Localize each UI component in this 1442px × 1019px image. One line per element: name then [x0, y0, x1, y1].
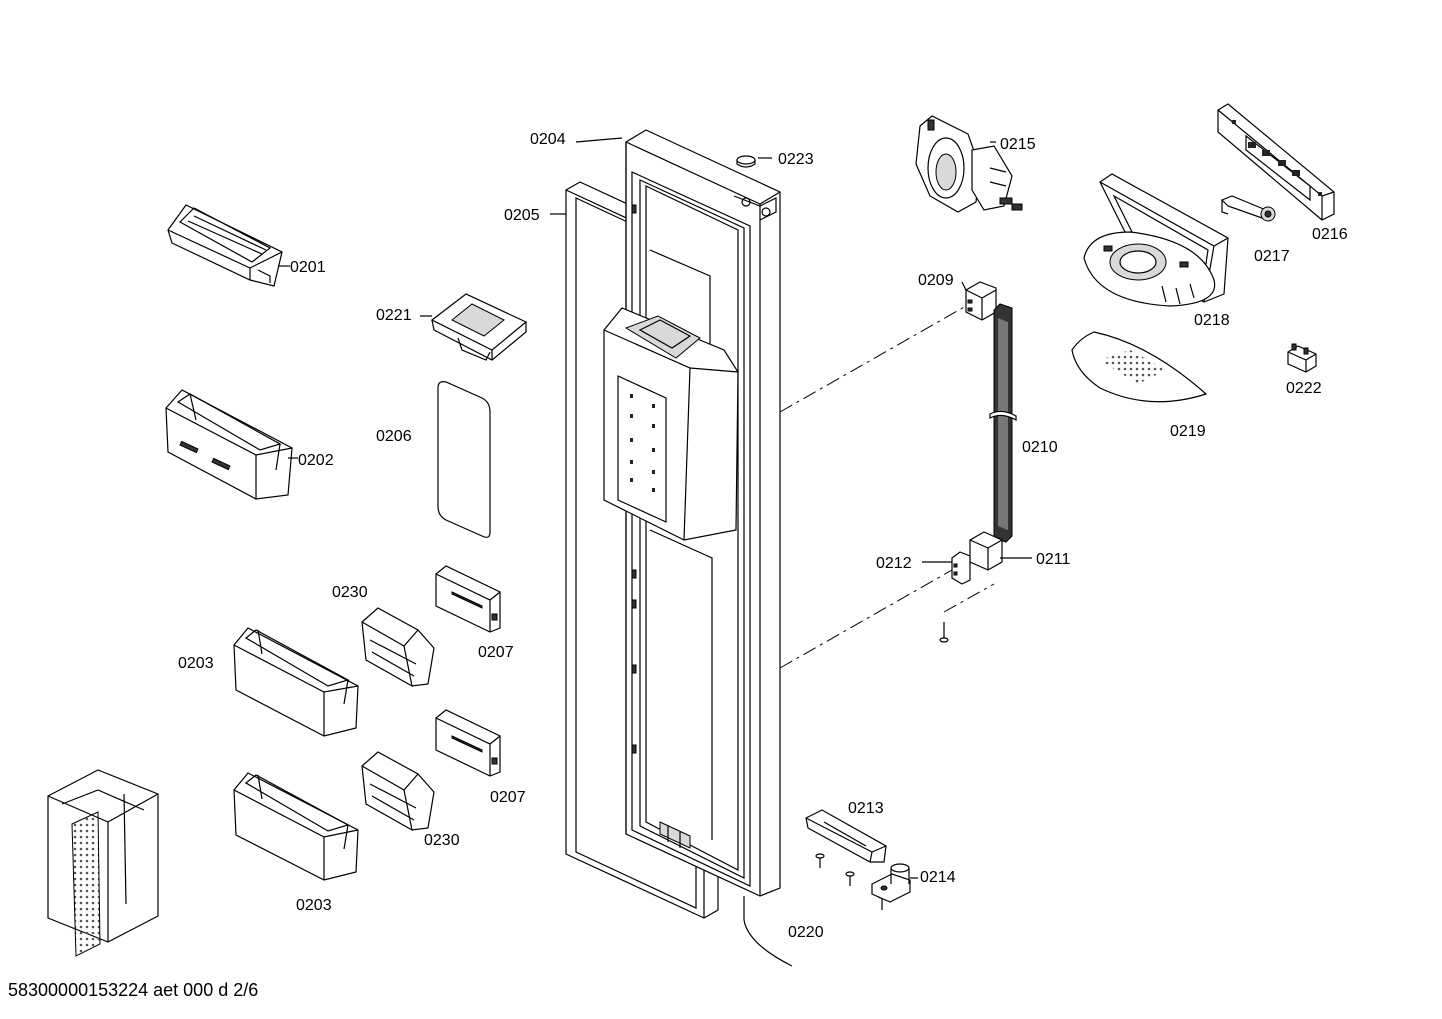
part-0220-cable[interactable] — [743, 896, 793, 967]
part-0213-hinge[interactable] — [805, 809, 887, 863]
part-0218-funnel-assembly[interactable] — [1083, 173, 1229, 307]
label-0201: 0201 — [290, 259, 326, 276]
label-0211: 0211 — [1036, 551, 1071, 568]
fridge-thumbnail — [47, 769, 159, 957]
label-0207-lower: 0207 — [490, 789, 526, 806]
label-0220: 0220 — [788, 924, 824, 941]
label-0218: 0218 — [1194, 312, 1230, 329]
part-0209-end-cap[interactable] — [965, 281, 997, 321]
label-0230-lower: 0230 — [424, 832, 460, 849]
part-0222-connector[interactable] — [1287, 343, 1317, 373]
part-0207-cap-upper[interactable] — [435, 565, 501, 633]
label-0205: 0205 — [504, 207, 540, 224]
label-0214: 0214 — [920, 869, 956, 886]
label-0212: 0212 — [876, 555, 912, 572]
part-0230-clip-upper[interactable] — [361, 607, 435, 687]
label-0219: 0219 — [1170, 423, 1206, 440]
label-0204: 0204 — [530, 131, 566, 148]
part-0214-hinge-pin[interactable] — [871, 863, 911, 903]
label-0221: 0221 — [376, 307, 412, 324]
part-0215-flap-motor[interactable] — [915, 115, 1023, 213]
label-0203-upper: 0203 — [178, 655, 214, 672]
part-0223-plug[interactable] — [736, 155, 756, 168]
label-0217: 0217 — [1254, 248, 1290, 265]
part-0206-panel[interactable] — [437, 381, 491, 538]
label-0215: 0215 — [1000, 136, 1036, 153]
part-0217-knob[interactable] — [1220, 195, 1276, 222]
part-0219-plate[interactable] — [1071, 331, 1208, 403]
label-0207-upper: 0207 — [478, 644, 514, 661]
label-0230-upper: 0230 — [332, 584, 368, 601]
label-0206: 0206 — [376, 428, 412, 445]
part-0201-shelf[interactable] — [167, 204, 283, 287]
part-0212-bracket[interactable] — [951, 551, 971, 585]
part-0202-bin[interactable] — [165, 389, 293, 500]
label-0202: 0202 — [298, 452, 334, 469]
part-0216-control-board[interactable] — [1217, 103, 1335, 221]
part-0203-bin-lower[interactable] — [233, 772, 359, 881]
label-0216: 0216 — [1312, 226, 1348, 243]
part-0230-clip-lower[interactable] — [361, 751, 435, 831]
label-0209: 0209 — [918, 272, 954, 289]
label-0213: 0213 — [848, 800, 884, 817]
dispenser-housing — [603, 307, 739, 541]
label-0203-lower: 0203 — [296, 897, 332, 914]
part-0210-handle[interactable] — [989, 303, 1017, 543]
part-0203-bin-upper[interactable] — [233, 627, 359, 737]
part-0207-cap-lower[interactable] — [435, 709, 501, 777]
label-0223: 0223 — [778, 151, 814, 168]
part-0221-cover[interactable] — [430, 293, 528, 361]
part-0211-end-cap[interactable] — [969, 531, 1003, 571]
screw-icon — [939, 622, 949, 643]
label-0210: 0210 — [1022, 439, 1058, 456]
label-0222: 0222 — [1286, 380, 1322, 397]
document-reference: 58300000153224 aet 000 d 2/6 — [8, 980, 259, 1000]
